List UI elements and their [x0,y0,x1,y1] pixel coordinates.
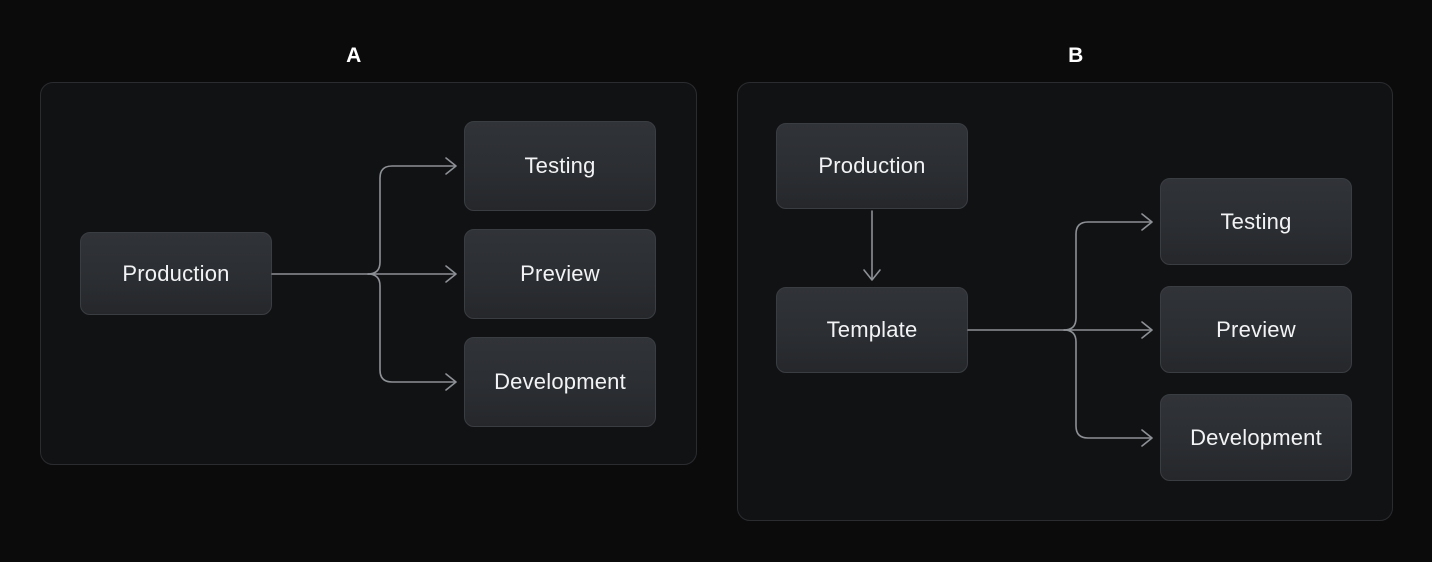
node-a-development[interactable]: Development [464,337,656,427]
node-b-development[interactable]: Development [1160,394,1352,481]
node-a-testing[interactable]: Testing [464,121,656,211]
node-a-preview[interactable]: Preview [464,229,656,319]
panel-label-b: B [1068,44,1084,67]
node-a-production[interactable]: Production [80,232,272,315]
node-b-template[interactable]: Template [776,287,968,373]
node-b-preview[interactable]: Preview [1160,286,1352,373]
panel-label-a: A [346,44,362,67]
node-b-production[interactable]: Production [776,123,968,209]
node-b-testing[interactable]: Testing [1160,178,1352,265]
